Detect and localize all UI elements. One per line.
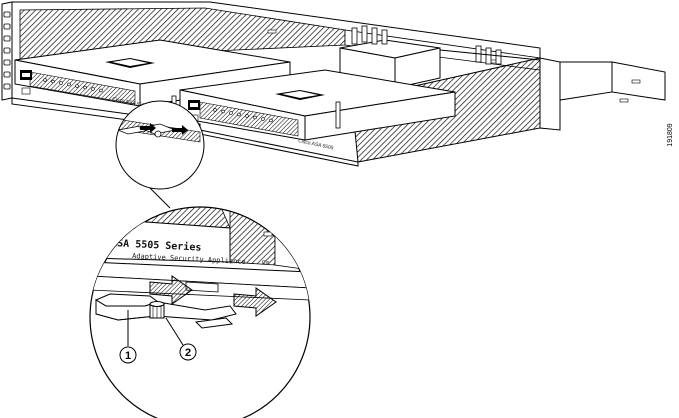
callout-1-label: 1: [125, 350, 131, 362]
slide-arrow-upper: [149, 275, 193, 305]
thumbscrew: [149, 301, 165, 319]
callout-1: 1: [119, 310, 137, 364]
zoom-detail-circle: co ASA 5505 Series Adaptive Security App…: [89, 206, 311, 418]
callout-2-label: 2: [185, 347, 191, 359]
callout-2: 2: [165, 317, 197, 361]
svg-text:Cisco ASA 5505: Cisco ASA 5505: [298, 138, 335, 151]
detail-callout-circle: [115, 100, 205, 209]
rack-ear-holes: [3, 11, 11, 90]
rack-tray: [1, 1, 666, 167]
appliance-left: Cisco ASA 5505: [14, 39, 291, 109]
slide-arrow-lower: [233, 287, 277, 317]
figure-number: 191809: [667, 123, 674, 146]
svg-text:Cis: Cis: [262, 260, 270, 266]
